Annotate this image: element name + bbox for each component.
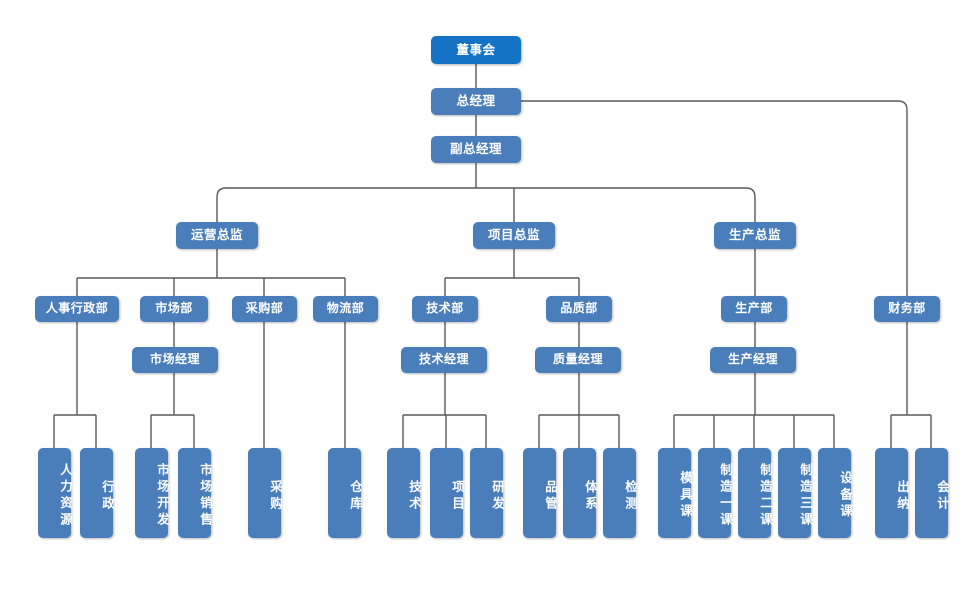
node-warehouse[interactable]: 仓库 bbox=[328, 448, 362, 538]
node-purchasing-dept[interactable]: 采购部 bbox=[232, 296, 297, 322]
node-project[interactable]: 项目 bbox=[430, 448, 464, 538]
node-hr-resources[interactable]: 人力资源 bbox=[38, 448, 72, 538]
node-manufacturing-3[interactable]: 制造三课 bbox=[778, 448, 812, 538]
node-hr-admin-dept[interactable]: 人事行政部 bbox=[35, 296, 119, 322]
node-production-director[interactable]: 生产总监 bbox=[714, 222, 796, 249]
node-technology-manager[interactable]: 技术经理 bbox=[401, 347, 487, 373]
node-board[interactable]: 董事会 bbox=[431, 36, 521, 64]
node-technology[interactable]: 技术 bbox=[387, 448, 421, 538]
node-finance-dept[interactable]: 财务部 bbox=[874, 296, 940, 322]
connector-director-bus bbox=[216, 187, 756, 222]
node-logistics-dept[interactable]: 物流部 bbox=[313, 296, 378, 322]
node-purchasing[interactable]: 采购 bbox=[248, 448, 282, 538]
node-market-manager[interactable]: 市场经理 bbox=[132, 347, 218, 373]
node-quality-control[interactable]: 品管 bbox=[523, 448, 557, 538]
node-market-dept[interactable]: 市场部 bbox=[140, 296, 208, 322]
node-cashier[interactable]: 出纳 bbox=[875, 448, 909, 538]
node-quality-manager[interactable]: 质量经理 bbox=[535, 347, 621, 373]
node-equipment-section[interactable]: 设备课 bbox=[818, 448, 852, 538]
node-general-manager[interactable]: 总经理 bbox=[431, 88, 521, 115]
node-research-development[interactable]: 研发 bbox=[470, 448, 504, 538]
connector-gm-to-finance bbox=[521, 100, 908, 296]
node-quality-dept[interactable]: 品质部 bbox=[546, 296, 612, 322]
node-administration[interactable]: 行政 bbox=[80, 448, 114, 538]
node-production-dept[interactable]: 生产部 bbox=[721, 296, 787, 322]
node-market-sales[interactable]: 市场销售 bbox=[178, 448, 212, 538]
node-deputy-general-manager[interactable]: 副总经理 bbox=[431, 136, 521, 163]
node-inspection[interactable]: 检测 bbox=[603, 448, 637, 538]
node-technology-dept[interactable]: 技术部 bbox=[412, 296, 478, 322]
node-project-director[interactable]: 项目总监 bbox=[473, 222, 555, 249]
node-manufacturing-1[interactable]: 制造一课 bbox=[698, 448, 732, 538]
node-system[interactable]: 体系 bbox=[563, 448, 597, 538]
node-market-development[interactable]: 市场开发 bbox=[135, 448, 169, 538]
node-mold-section[interactable]: 模具课 bbox=[658, 448, 692, 538]
node-manufacturing-2[interactable]: 制造二课 bbox=[738, 448, 772, 538]
node-accounting[interactable]: 会计 bbox=[915, 448, 949, 538]
node-ops-director[interactable]: 运营总监 bbox=[176, 222, 258, 249]
node-production-manager[interactable]: 生产经理 bbox=[710, 347, 796, 373]
